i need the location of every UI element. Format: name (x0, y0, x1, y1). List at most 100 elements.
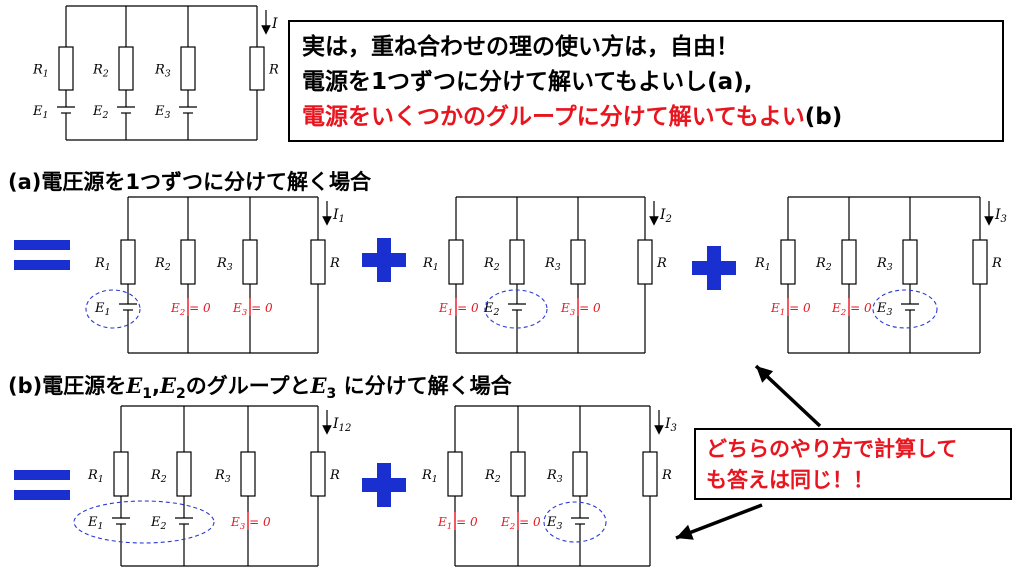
circuit-b1-branch-1-r-label: R1 (87, 468, 104, 485)
circuit-a1-branch-3-e-zero-label: E3 = 0 (232, 301, 273, 318)
circuit-a3-branch-1-e-zero-label: E1 = 0 (770, 301, 811, 318)
equals-sign-icon-b-bar-bottom (14, 490, 70, 500)
circuit-a2-branch-2-resistor (509, 239, 525, 285)
circuit-a3-branch-2-resistor (841, 239, 857, 285)
circuit-original-branch-3-r-label: R3 (154, 63, 171, 80)
circuit-a3-branch-3-e-label: E3 (876, 301, 893, 318)
heading-b-e2-sub: 2 (176, 386, 186, 403)
top-callout: 実は，重ね合わせの理の使い方は，自由！ 電源を1つずつに分けて解いてもよいし(a… (288, 20, 1004, 142)
circuit-b2-load-r-label: R (661, 468, 672, 483)
circuit-a3-branch-4-resistor (972, 239, 988, 285)
circuit-a2-branch-3-resistor (570, 239, 586, 285)
heading-case-a: (a)電圧源を1つずつに分けて解く場合 (8, 170, 371, 194)
circuit-a1-branch-2-resistor (180, 239, 196, 285)
circuit-a2-source-group-ellipse-1 (484, 289, 548, 329)
circuit-b2-branch-1-r-label: R1 (421, 468, 438, 485)
circuit-b2-branch-3-resistor (572, 451, 588, 497)
circuit-original-load-r-label: R (268, 63, 279, 78)
heading-b-e3-sub: 3 (326, 386, 337, 403)
circuit-a2-current-label: I2 (659, 207, 672, 225)
equals-sign-icon-a-bar-bottom (14, 260, 70, 270)
circuit-b1-branch-2-r-label: R2 (150, 468, 167, 485)
arrow-icon-to-case-a-head (756, 366, 774, 383)
heading-b-e2: E (159, 373, 176, 398)
circuit-b1-load-r-label: R (329, 468, 340, 483)
circuit-b1-current-label: I12 (332, 416, 351, 434)
circuit-original-branch-1-resistor (58, 46, 74, 91)
plus-sign-icon-b-vertical (377, 463, 391, 507)
circuit-a3-branch-2-e-zero-label: E2 = 0 (831, 301, 872, 318)
circuit-b2-branch-1-e-zero-label: E1 = 0 (437, 515, 478, 532)
heading-b-comma: , (152, 374, 160, 398)
circuit-a3-current-label: I3 (994, 207, 1007, 225)
circuit-a2-branch-3-r-label: R3 (544, 256, 561, 273)
circuit-b1-branch-4-resistor (310, 451, 326, 497)
bottom-callout: どちらのやり方で計算して も答えは同じ！！ (694, 428, 1012, 500)
bottom-callout-line-1: どちらのやり方で計算して (706, 437, 958, 461)
circuit-b2-branch-1-resistor (447, 451, 463, 497)
heading-b-e1: E (126, 373, 143, 398)
circuit-a2-load-r-label: R (656, 256, 667, 271)
circuit-a3-branch-1-resistor (780, 239, 796, 285)
callout-line-2: 電源を1つずつに分けて解いてもよいし(a), (302, 69, 753, 95)
circuit-b2-branch-3-r-label: R3 (546, 468, 563, 485)
circuit-original-branch-1-e-label: E1 (32, 104, 48, 121)
circuit-b1-source-group-ellipse-1 (73, 500, 215, 544)
circuit-a1-branch-3-r-label: R3 (216, 256, 233, 273)
circuit-a1-current-label: I1 (332, 207, 345, 225)
circuit-b2-branch-2-r-label: R2 (484, 468, 501, 485)
circuit-original-current-label: I (271, 16, 278, 32)
arrow-icon-to-case-b-head (676, 524, 694, 540)
circuit-b2-branch-3-e-label: E3 (546, 515, 563, 532)
circuit-b2-source-group-ellipse-1 (543, 501, 607, 543)
heading-b-suffix: に分けて解く場合 (336, 374, 512, 398)
circuit-original-branch-1-r-label: R1 (32, 63, 49, 80)
heading-b-prefix: (b)電圧源を (8, 374, 127, 398)
circuit-b1-branch-3-e-zero-label: E3 = 0 (230, 515, 271, 532)
circuit-a2-branch-3-e-zero-label: E3 = 0 (560, 301, 601, 318)
circuit-a2-branch-2-e-label: E2 (483, 301, 500, 318)
circuit-original-branch-2-resistor (118, 46, 134, 91)
callout-line-1: 実は，重ね合わせの理の使い方は，自由！ (302, 34, 739, 60)
heading-b-mid: のグループと (185, 374, 311, 398)
bottom-callout-line-2: も答えは同じ！！ (706, 468, 874, 492)
circuit-b1-branch-2-resistor (176, 451, 192, 497)
circuit-b1-branch-2-e-label: E2 (150, 515, 167, 532)
circuit-original-branch-2-r-label: R2 (92, 63, 109, 80)
circuit-b2-branch-4-resistor (642, 451, 658, 497)
circuit-b2-current-label: I3 (664, 416, 677, 434)
circuit-a1-source-group-ellipse-1 (85, 289, 141, 329)
circuit-a3-branch-2-r-label: R2 (815, 256, 832, 273)
circuit-a1-branch-2-r-label: R2 (154, 256, 171, 273)
circuit-b2-branch-2-e-zero-label: E2 = 0 (500, 515, 541, 532)
circuit-a2-branch-1-resistor (448, 239, 464, 285)
equals-sign-icon-a-bar-top (14, 240, 70, 250)
circuit-a1-branch-4-resistor (310, 239, 326, 285)
circuit-a1-branch-3-resistor (242, 239, 258, 285)
circuit-a1-branch-2-e-zero-label: E2 = 0 (170, 301, 211, 318)
circuit-a2-branch-1-r-label: R1 (422, 256, 439, 273)
circuit-original-branch-3-resistor (180, 46, 196, 91)
circuit-a3-source-group-ellipse-1 (872, 289, 938, 329)
circuit-b1-branch-3-resistor (240, 451, 256, 497)
callout-line-3-red: 電源をいくつかのグループに分けて解いてもよい (302, 104, 805, 130)
circuit-a3-branch-3-resistor (902, 239, 918, 285)
circuit-original-branch-2-e-label: E2 (92, 104, 109, 121)
circuit-b1-branch-1-e-label: E1 (87, 515, 103, 532)
circuit-a1-branch-1-resistor (120, 239, 136, 285)
circuit-a3-load-r-label: R (991, 256, 1002, 271)
heading-b-e1-sub: 1 (142, 386, 152, 403)
plus-sign-icon-a1-vertical (377, 238, 391, 282)
heading-b-e3: E (310, 373, 327, 398)
circuit-a2-branch-1-e-zero-label: E1 = 0 (438, 301, 479, 318)
circuit-original-branch-4-resistor (249, 46, 265, 91)
circuit-original-branch-3-e-label: E3 (154, 104, 171, 121)
plus-sign-icon-a2-vertical (707, 246, 721, 290)
circuit-b1-branch-3-r-label: R3 (214, 468, 231, 485)
circuit-a1-branch-1-e-label: E1 (94, 301, 110, 318)
circuit-a3-branch-3-r-label: R3 (876, 256, 893, 273)
circuit-a2-branch-2-r-label: R2 (483, 256, 500, 273)
callout-line-3-tail: (b) (804, 104, 843, 130)
